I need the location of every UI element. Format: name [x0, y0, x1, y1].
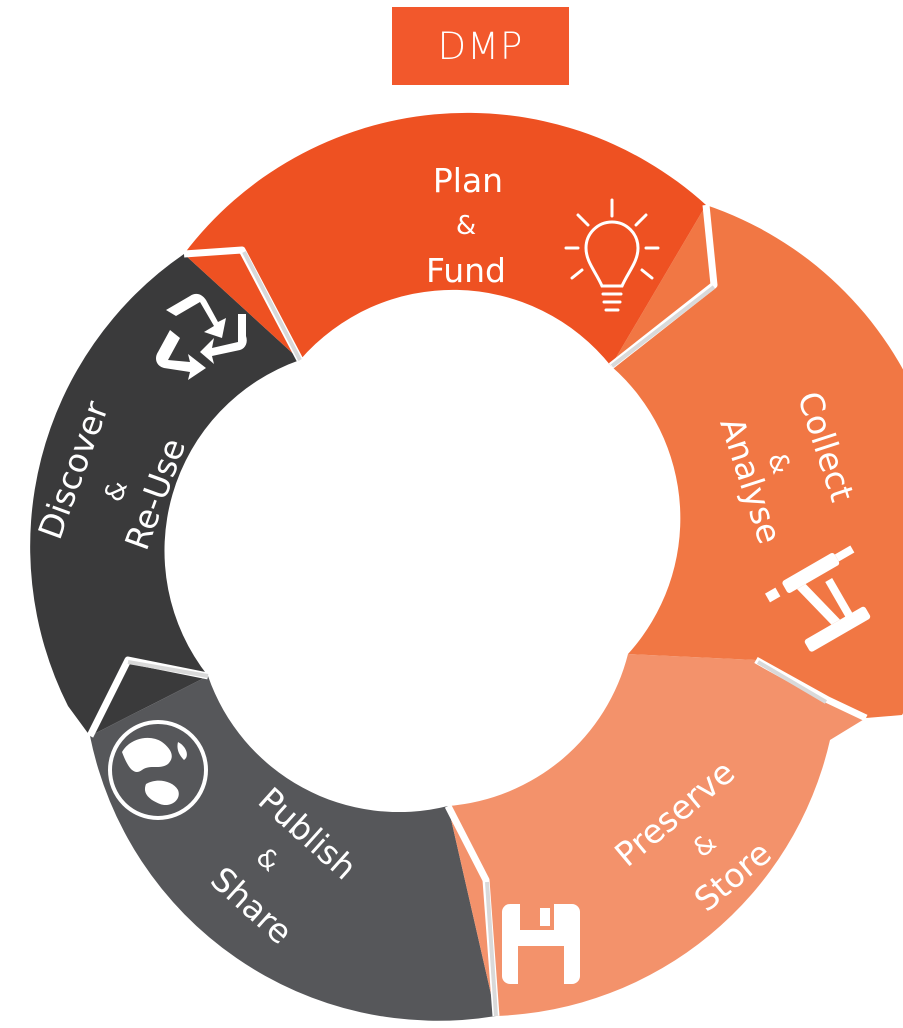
segment-discover	[30, 254, 301, 736]
dmp-title: DMP	[392, 7, 569, 85]
stage-plan: Plan & Fund	[426, 161, 660, 312]
globe-icon	[108, 720, 208, 820]
recycle-icon	[156, 293, 247, 380]
segment-plan	[184, 112, 706, 366]
segment-publish	[90, 676, 496, 1021]
plan-line-1: Plan	[433, 161, 503, 200]
lightbulb-icon	[564, 198, 660, 312]
floppy-disk-icon	[502, 904, 580, 984]
microscope-icon	[765, 545, 871, 652]
plan-line-2: &	[456, 211, 476, 241]
plan-line-3: Fund	[426, 251, 506, 290]
